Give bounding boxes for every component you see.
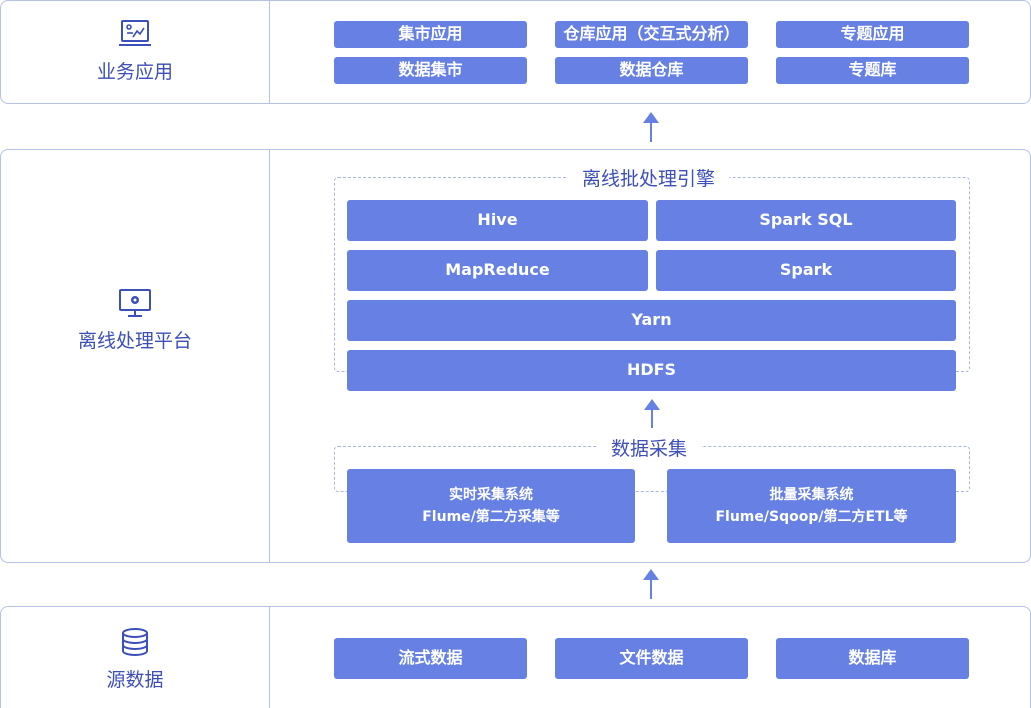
panel-divider [269, 607, 270, 708]
business-layer-panel: 业务应用 集市应用 仓库应用（交互式分析） 专题应用 数据集市 数据仓库 专题库 [0, 0, 1031, 104]
database-icon [122, 628, 148, 656]
realtime-collect-title: 实时采集系统 [449, 486, 533, 503]
source-layer-header: 源数据 [1, 627, 269, 692]
batch-collect-title: 批量采集系统 [769, 486, 854, 503]
engine-item-yarn: Yarn [347, 300, 956, 341]
layer-label: 离线处理平台 [77, 330, 192, 352]
panel-divider [269, 1, 270, 103]
business-item: 仓库应用（交互式分析） [555, 21, 748, 48]
panel-divider [269, 150, 270, 562]
batch-collect-tools: Flume/Sqoop/第二方ETL等 [715, 509, 908, 525]
batch-collect-system: 批量采集系统 Flume/Sqoop/第二方ETL等 [667, 469, 956, 543]
engine-item-hive: Hive [347, 200, 648, 241]
business-item: 集市应用 [334, 21, 527, 48]
monitor-gear-icon [119, 289, 151, 317]
engine-item-spark-sql: Spark SQL [656, 200, 956, 241]
analytics-board-icon [119, 20, 151, 46]
flow-arrow-up [643, 112, 659, 142]
engine-group-title: 离线批处理引擎 [568, 164, 730, 191]
business-layer-header: 业务应用 [1, 19, 269, 84]
flow-arrow-up [643, 569, 659, 599]
realtime-collect-system: 实时采集系统 Flume/第二方采集等 [347, 469, 635, 543]
offline-layer-header: 离线处理平台 [1, 288, 269, 353]
business-item: 专题应用 [776, 21, 969, 48]
source-item: 数据库 [776, 638, 969, 679]
flow-arrow-up [644, 399, 660, 428]
layer-label: 业务应用 [96, 61, 173, 83]
business-item: 专题库 [776, 57, 969, 84]
engine-item-spark: Spark [656, 250, 956, 291]
source-data-panel: 源数据 流式数据 文件数据 数据库 [0, 606, 1031, 708]
business-item: 数据集市 [334, 57, 527, 84]
offline-platform-panel: 离线处理平台 离线批处理引擎 Hive Spark SQL MapReduce … [0, 149, 1031, 563]
engine-item-hdfs: HDFS [347, 350, 956, 391]
realtime-collect-tools: Flume/第二方采集等 [422, 509, 560, 525]
engine-item-mapreduce: MapReduce [347, 250, 648, 291]
source-item: 文件数据 [555, 638, 748, 679]
source-item: 流式数据 [334, 638, 527, 679]
layer-label: 源数据 [106, 669, 164, 691]
business-item: 数据仓库 [555, 57, 748, 84]
collect-group-title: 数据采集 [597, 434, 702, 461]
